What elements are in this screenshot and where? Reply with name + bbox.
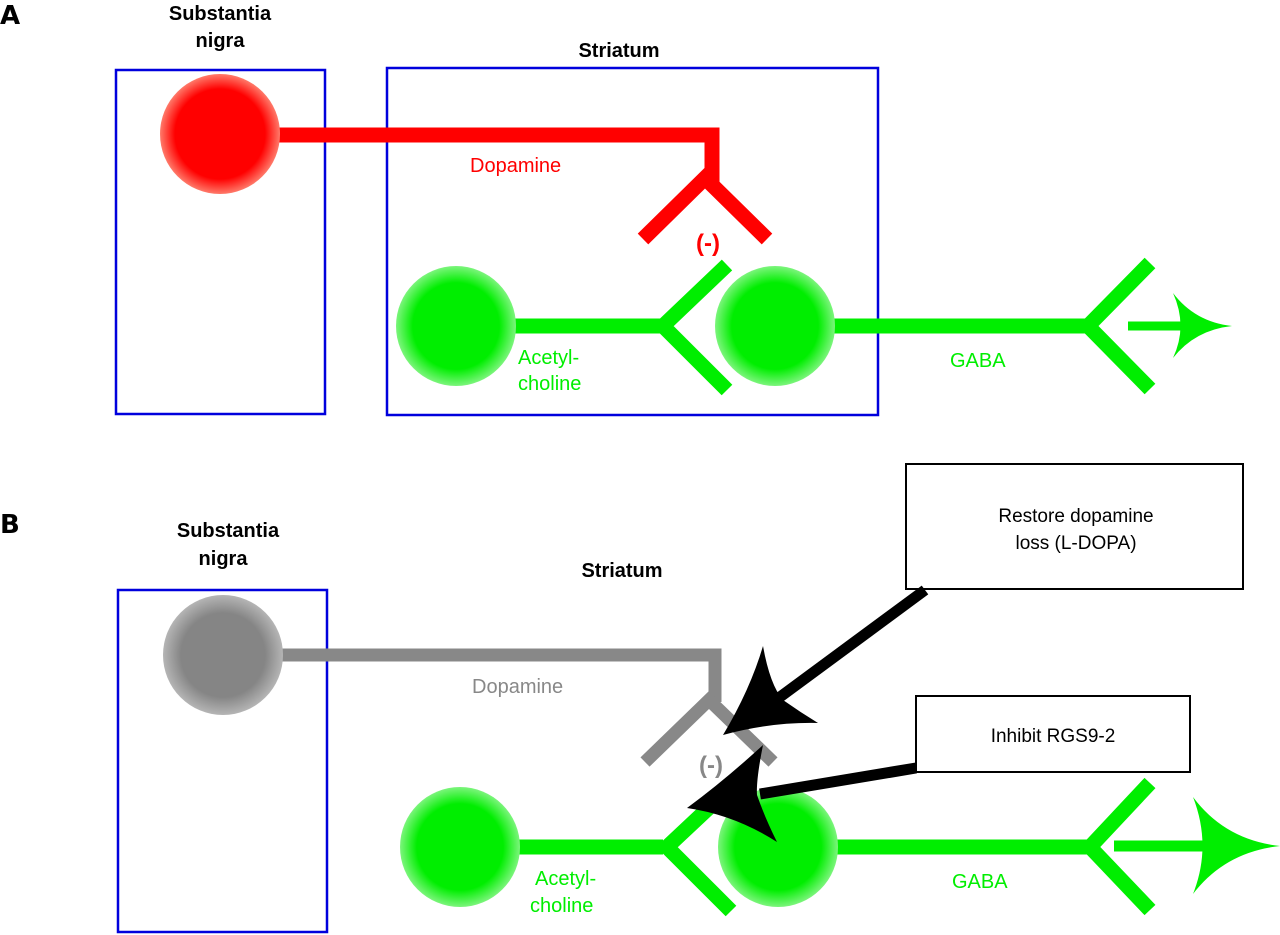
acetylcholine-label-line2: choline <box>530 895 593 917</box>
cholinergic-neuron-body <box>400 787 520 907</box>
striatum-title: Striatum <box>578 40 659 62</box>
cholinergic-neuron-body <box>396 266 516 386</box>
gaba-label: GABA <box>952 871 1008 893</box>
substantia-nigra-region <box>116 588 329 934</box>
inhibition-sign: (-) <box>696 230 720 257</box>
dopamine-terminal-degenerated <box>640 690 778 767</box>
inhibition-sign: (-) <box>699 752 723 779</box>
rgs9-arrow-icon <box>687 745 777 842</box>
gaba-label: GABA <box>950 350 1006 372</box>
ldopa-arrow-icon <box>723 646 818 735</box>
gaba-terminal <box>1079 777 1156 916</box>
striatum-title: Striatum <box>581 560 662 582</box>
therapy-ldopa-line1: Restore dopamine <box>998 506 1153 527</box>
striatum-region <box>385 66 880 417</box>
substantia-nigra-title-line2: nigra <box>199 548 249 570</box>
dopamine-label: Dopamine <box>470 155 561 177</box>
therapy-box-ldopa <box>905 463 1244 590</box>
output-arrow-icon <box>1193 797 1280 894</box>
dopamine-label: Dopamine <box>472 676 563 698</box>
gaba-terminal <box>1077 257 1156 395</box>
panel-a-letter: A <box>0 1 20 31</box>
therapy-box-rgs9 <box>915 695 1191 773</box>
therapy-ldopa-line2: loss (L-DOPA) <box>1015 533 1136 554</box>
ldopa-arrow-shaft <box>776 585 929 702</box>
acetylcholine-label-line2: choline <box>518 373 581 395</box>
dopamine-axon-degenerated <box>276 648 722 702</box>
substantia-nigra-title-line2: nigra <box>196 30 246 52</box>
therapy-rgs9-line1: Inhibit RGS9-2 <box>991 726 1116 747</box>
dopamine-axon <box>270 127 720 182</box>
output-arrow-icon <box>1173 293 1232 358</box>
panel-b-letter: B <box>0 510 20 540</box>
dopamine-terminal <box>637 167 773 245</box>
substantia-nigra-title-line1: Substantia <box>169 3 272 25</box>
panel-b: B Substantia nigra Striatum Dopamine (-)… <box>0 463 1280 934</box>
dopamine-neuron-body <box>160 74 280 194</box>
substantia-nigra-region <box>114 68 327 416</box>
acetylcholine-label-line1: Acetyl- <box>518 347 579 369</box>
acetylcholine-label-line1: Acetyl- <box>535 868 596 890</box>
acetylcholine-terminal <box>652 259 733 396</box>
gaba-neuron-body <box>715 266 835 386</box>
substantia-nigra-title-line1: Substantia <box>177 520 280 542</box>
dopamine-neuron-body-degenerated <box>163 595 283 715</box>
rgs9-arrow-shaft <box>759 762 917 800</box>
panel-a: A Substantia nigra Striatum Dopamine (-)… <box>0 1 1232 417</box>
